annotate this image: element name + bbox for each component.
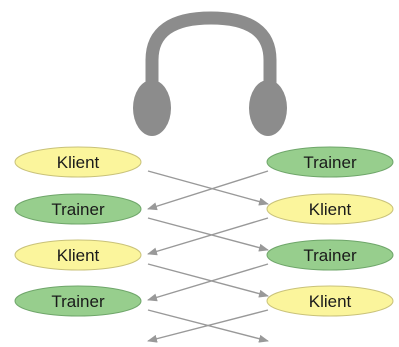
arrow-left3-to-right4 xyxy=(147,263,269,298)
left-node-1-label: Klient xyxy=(57,153,100,172)
left-node-4: Trainer xyxy=(14,285,142,317)
arrow-left2-to-right3 xyxy=(147,217,269,252)
arrow-right3-to-left4 xyxy=(147,263,269,302)
left-node-1: Klient xyxy=(14,146,142,178)
left-node-4-label: Trainer xyxy=(51,292,105,311)
right-node-3-label: Trainer xyxy=(303,246,357,265)
right-node-2: Klient xyxy=(266,193,394,225)
right-column: Trainer Klient Trainer Klient xyxy=(266,146,394,317)
left-column: Klient Trainer Klient Trainer xyxy=(14,146,142,317)
arrow-right4-to-bottom-left xyxy=(147,309,269,343)
left-node-3: Klient xyxy=(14,239,142,271)
right-node-2-label: Klient xyxy=(309,200,352,219)
left-node-2: Trainer xyxy=(14,193,142,225)
arrow-left1-to-right2 xyxy=(147,170,269,206)
right-node-3: Trainer xyxy=(266,239,394,271)
right-node-1-label: Trainer xyxy=(303,153,357,172)
arrows xyxy=(147,170,269,343)
right-node-4-label: Klient xyxy=(309,292,352,311)
left-node-3-label: Klient xyxy=(57,246,100,265)
headphones-icon xyxy=(133,11,287,136)
arrow-right2-to-left3 xyxy=(147,217,269,256)
left-node-2-label: Trainer xyxy=(51,200,105,219)
arrow-right1-to-left2 xyxy=(147,170,269,211)
right-node-1: Trainer xyxy=(266,146,394,178)
right-node-4: Klient xyxy=(266,285,394,317)
